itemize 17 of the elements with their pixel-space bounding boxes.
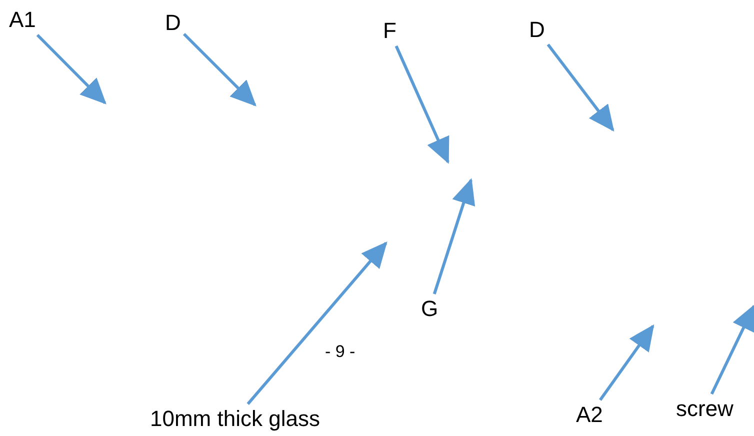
- part-label: G: [421, 297, 438, 321]
- part-label: D: [165, 11, 181, 35]
- part-label: A1: [9, 8, 36, 32]
- leader-line: [546, 44, 614, 132]
- leader-line: [432, 178, 476, 294]
- part-label: D: [529, 18, 545, 42]
- page-number: - 9 -: [325, 342, 356, 362]
- leader-line: [246, 241, 388, 405]
- part-label: F: [383, 19, 396, 43]
- leader-line: [394, 45, 450, 164]
- part-label: screw: [676, 397, 734, 421]
- leader-line: [36, 34, 106, 104]
- part-label: 10mm thick glass: [150, 407, 320, 431]
- leader-line: [710, 304, 754, 395]
- leader-line: [598, 324, 654, 401]
- part-label: A2: [576, 403, 603, 427]
- leader-line: [182, 32, 256, 106]
